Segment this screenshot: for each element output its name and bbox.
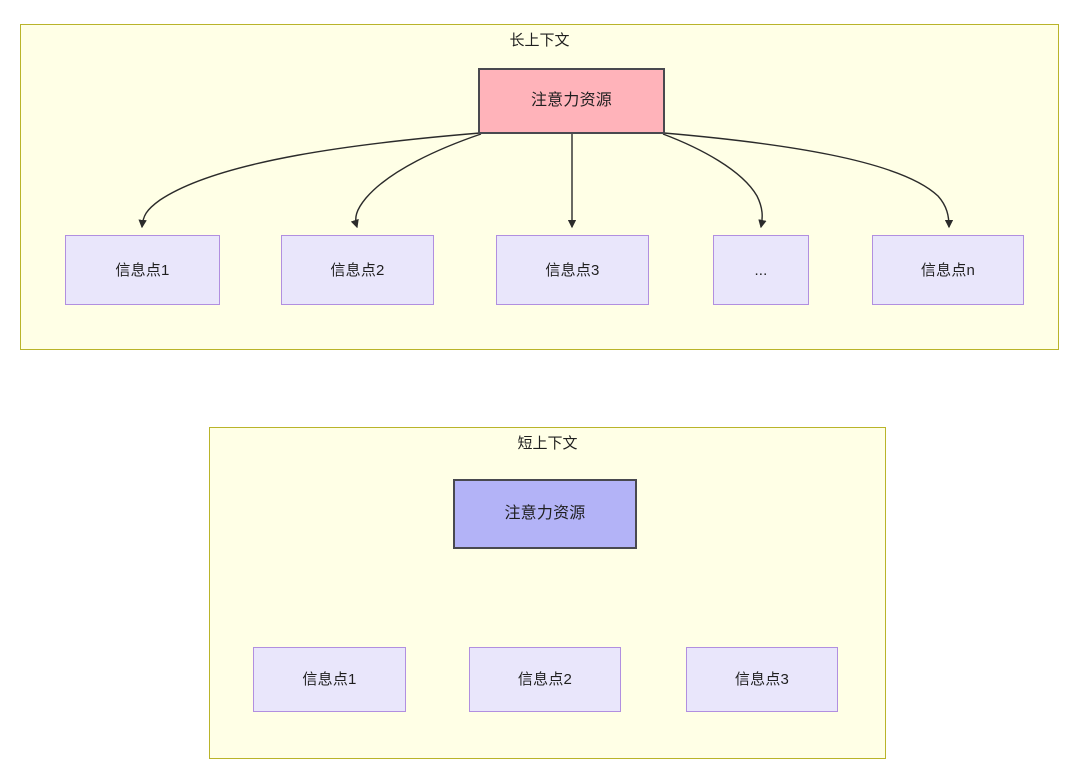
node-long-child-3-label: 信息点3 (545, 261, 600, 279)
node-short-context-root-label: 注意力资源 (504, 505, 586, 522)
node-long-child-1-label: 信息点1 (115, 261, 170, 279)
node-long-child-2-label: 信息点2 (330, 261, 385, 279)
node-long-context-root-label: 注意力资源 (530, 92, 612, 109)
group-short-context-title: 短上下文 (517, 435, 578, 452)
node-short-context-root[interactable]: 注意力资源 (453, 479, 637, 549)
node-short-child-3[interactable]: 信息点3 (686, 647, 838, 712)
node-long-child-ellipsis[interactable]: ... (713, 235, 809, 305)
node-long-child-2[interactable]: 信息点2 (281, 235, 434, 305)
node-short-child-3-label: 信息点3 (734, 671, 790, 688)
node-long-context-root[interactable]: 注意力资源 (478, 68, 665, 134)
node-short-child-2-label: 信息点2 (517, 671, 573, 688)
node-short-child-1-label: 信息点1 (302, 671, 357, 688)
node-long-child-1[interactable]: 信息点1 (65, 235, 220, 305)
node-long-child-3[interactable]: 信息点3 (496, 235, 649, 305)
node-short-child-2[interactable]: 信息点2 (469, 647, 621, 712)
node-long-child-ellipsis-label: ... (754, 261, 768, 279)
group-long-context-title: 长上下文 (509, 32, 570, 49)
node-long-child-n[interactable]: 信息点n (872, 235, 1024, 305)
node-long-child-n-label: 信息点n (920, 261, 976, 279)
node-short-child-1[interactable]: 信息点1 (253, 647, 406, 712)
